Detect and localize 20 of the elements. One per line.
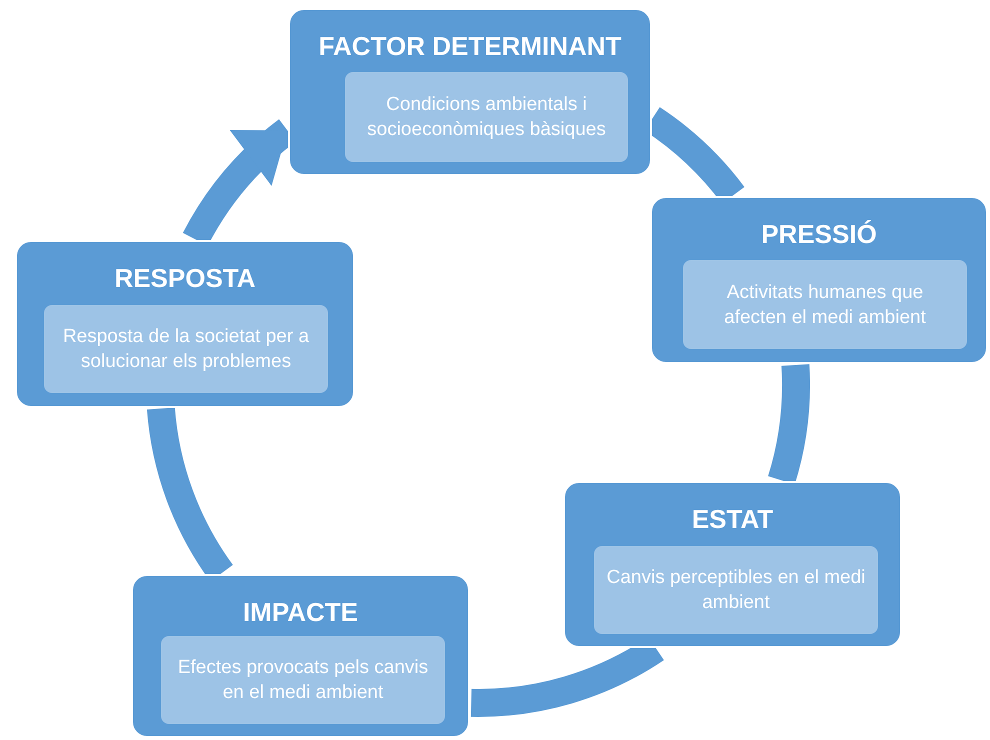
description-box bbox=[161, 636, 445, 724]
stage-heading: ESTAT bbox=[690, 503, 774, 535]
description-text: Activitats humanes que afecten el medi ambient bbox=[723, 280, 927, 330]
stage-box bbox=[650, 196, 988, 364]
description-box bbox=[683, 260, 967, 349]
stage-heading: IMPACTE bbox=[242, 596, 360, 628]
stage-box bbox=[563, 481, 902, 648]
stage-heading: FACTOR DETERMINANT bbox=[318, 30, 622, 62]
stage-box bbox=[15, 240, 355, 408]
description-box bbox=[594, 546, 878, 634]
stage-heading: RESPOSTA bbox=[113, 262, 257, 294]
stage-box bbox=[288, 8, 652, 176]
description-text: Efectes provocats pels canvis en el medi ambient bbox=[176, 656, 430, 705]
stage-box bbox=[131, 574, 470, 738]
description-box bbox=[345, 72, 628, 162]
description-text: Canvis perceptibles en el medi ambient bbox=[606, 566, 866, 615]
stage-heading: PRESSIÓ bbox=[760, 218, 878, 250]
description-box bbox=[44, 305, 328, 393]
description-text: Condicions ambientals i socioeconòmiques bàsiques bbox=[366, 93, 607, 142]
description-text: Resposta de la societat per a solucionar els problemes bbox=[62, 325, 310, 374]
